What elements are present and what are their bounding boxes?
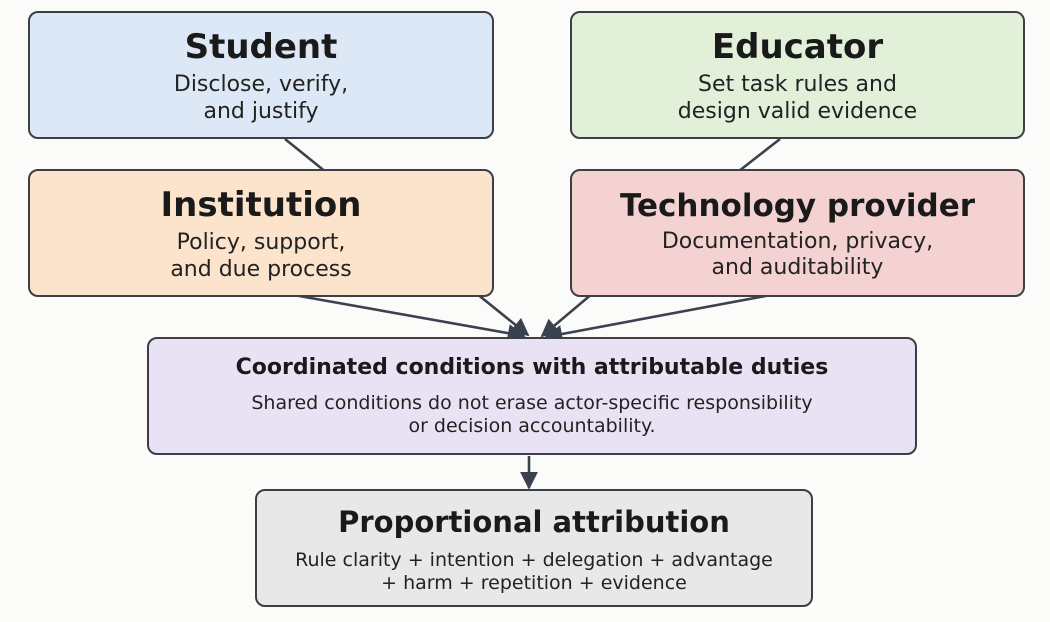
educator-description-line: design valid evidence xyxy=(677,98,918,124)
technology-provider-description-line: and auditability xyxy=(711,255,884,281)
student-box: Student Disclose, verify, and justify xyxy=(28,11,494,139)
proportional-attribution-description-line: Rule clarity + intention + delegation + … xyxy=(295,548,773,571)
institution-description-line: and due process xyxy=(170,256,352,282)
technology-provider-description-line: Documentation, privacy, xyxy=(661,229,934,255)
proportional-attribution-title: Proportional attribution xyxy=(338,505,730,539)
proportional-attribution-box: Proportional attribution Rule clarity + … xyxy=(255,489,813,607)
technology-provider-title: Technology provider xyxy=(619,188,976,224)
technology-provider-box: Technology provider Documentation, priva… xyxy=(570,169,1025,297)
coordinated-conditions-box: Coordinated conditions with attributable… xyxy=(147,337,917,455)
student-description-line: Disclose, verify, xyxy=(173,72,349,98)
educator-title: Educator xyxy=(711,27,884,67)
institution-title: Institution xyxy=(160,185,362,225)
educator-box: Educator Set task rules and design valid… xyxy=(570,11,1025,139)
educator-description-line: Set task rules and xyxy=(698,72,897,98)
coordinated-conditions-description-line: or decision accountability. xyxy=(408,414,656,437)
student-description: Disclose, verify, and justify xyxy=(30,72,492,125)
student-description-line: and justify xyxy=(203,98,319,124)
arrow-institution-to-coordinated xyxy=(287,292,526,343)
educator-description: Set task rules and design valid evidence xyxy=(572,72,1023,125)
institution-box: Institution Policy, support, and due pro… xyxy=(28,169,494,297)
student-title: Student xyxy=(184,27,338,67)
proportional-attribution-description-line: + harm + repetition + evidence xyxy=(381,571,687,594)
technology-provider-description: Documentation, privacy, and auditability xyxy=(572,229,1023,282)
coordinated-conditions-description: Shared conditions do not erase actor-spe… xyxy=(149,392,915,438)
institution-description: Policy, support, and due process xyxy=(30,230,492,283)
proportional-attribution-description: Rule clarity + intention + delegation + … xyxy=(257,549,811,595)
institution-description-line: Policy, support, xyxy=(176,230,346,256)
arrow-technology-provider-lower-to-coordinated xyxy=(544,292,777,343)
coordinated-conditions-title: Coordinated conditions with attributable… xyxy=(235,355,829,380)
coordinated-conditions-description-line: Shared conditions do not erase actor-spe… xyxy=(251,392,813,415)
